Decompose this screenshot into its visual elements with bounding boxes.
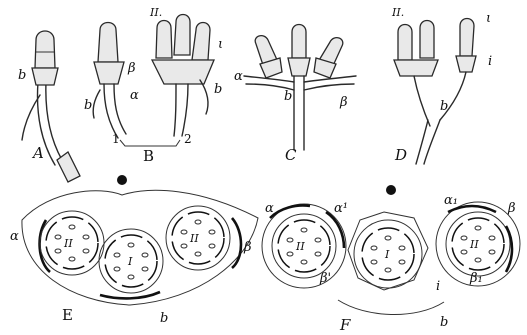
fig-e-label-left-ii: II xyxy=(63,237,73,250)
fig-b-label-iota: ι xyxy=(218,37,223,52)
fig-e-letter: E xyxy=(62,306,73,324)
axis-dot xyxy=(117,175,127,185)
fig-d-label-roman-ii: II. xyxy=(391,6,404,19)
fig-b-label-beta: β xyxy=(127,61,136,76)
fig-e-label-b: b xyxy=(160,311,168,326)
fig-f-label-alpha-1: α₁ xyxy=(444,193,458,208)
fig-c-letter: C xyxy=(285,146,297,164)
fig-f-label-center-i: I xyxy=(384,248,390,261)
fig-c-label-alpha: α xyxy=(234,69,243,84)
fig-e-label-beta: β xyxy=(243,240,252,255)
fig-d-label-iota: ι xyxy=(486,11,491,26)
fig-f-label-i: i xyxy=(436,279,440,294)
fig-f-label-alpha: α xyxy=(265,201,274,216)
fig-f-label-beta-1: β₁ xyxy=(469,271,483,286)
fig-e-label-right-ii: II xyxy=(189,232,199,245)
fig-f-label-right-ii: II xyxy=(469,238,479,251)
fig-c-label-b: b xyxy=(284,89,292,104)
fig-a-label-b: b xyxy=(18,68,26,83)
fig-f-label-b: b xyxy=(440,315,448,330)
fig-f-letter: F xyxy=(339,316,351,334)
figure-c-drawing xyxy=(244,25,356,151)
fig-b-label-two: 2 xyxy=(184,132,192,146)
figure-b-drawing xyxy=(93,15,214,147)
fig-b-label-left-b: b xyxy=(84,98,92,113)
fig-c-label-beta: β xyxy=(339,95,348,110)
fig-f-label-alpha-prime: α¹ xyxy=(334,201,348,216)
fig-f-label-beta: β xyxy=(507,201,516,216)
fig-d-label-b: b xyxy=(440,99,448,114)
fig-d-label-i: i xyxy=(488,54,492,69)
fig-b-label-one: 1 xyxy=(112,132,120,146)
fig-b-label-right-b: b xyxy=(214,82,222,97)
fig-e-label-alpha: α xyxy=(10,229,19,244)
fig-b-letter: B xyxy=(143,147,154,165)
figure-e-diagram xyxy=(22,175,258,305)
figure-a-drawing xyxy=(22,31,80,182)
fig-e-label-center-i: I xyxy=(127,255,133,268)
axis-dot xyxy=(386,185,396,195)
fig-b-label-roman-ii: II. xyxy=(149,6,162,19)
fig-b-label-alpha: α xyxy=(130,88,139,103)
fig-f-label-beta-prime: β' xyxy=(319,271,331,286)
fig-f-label-left-ii: II xyxy=(295,240,305,253)
fig-a-letter: A xyxy=(31,144,44,162)
fig-d-letter: D xyxy=(394,146,407,164)
bracteole-beta-arc xyxy=(232,218,241,268)
figure-d-drawing xyxy=(394,19,476,165)
